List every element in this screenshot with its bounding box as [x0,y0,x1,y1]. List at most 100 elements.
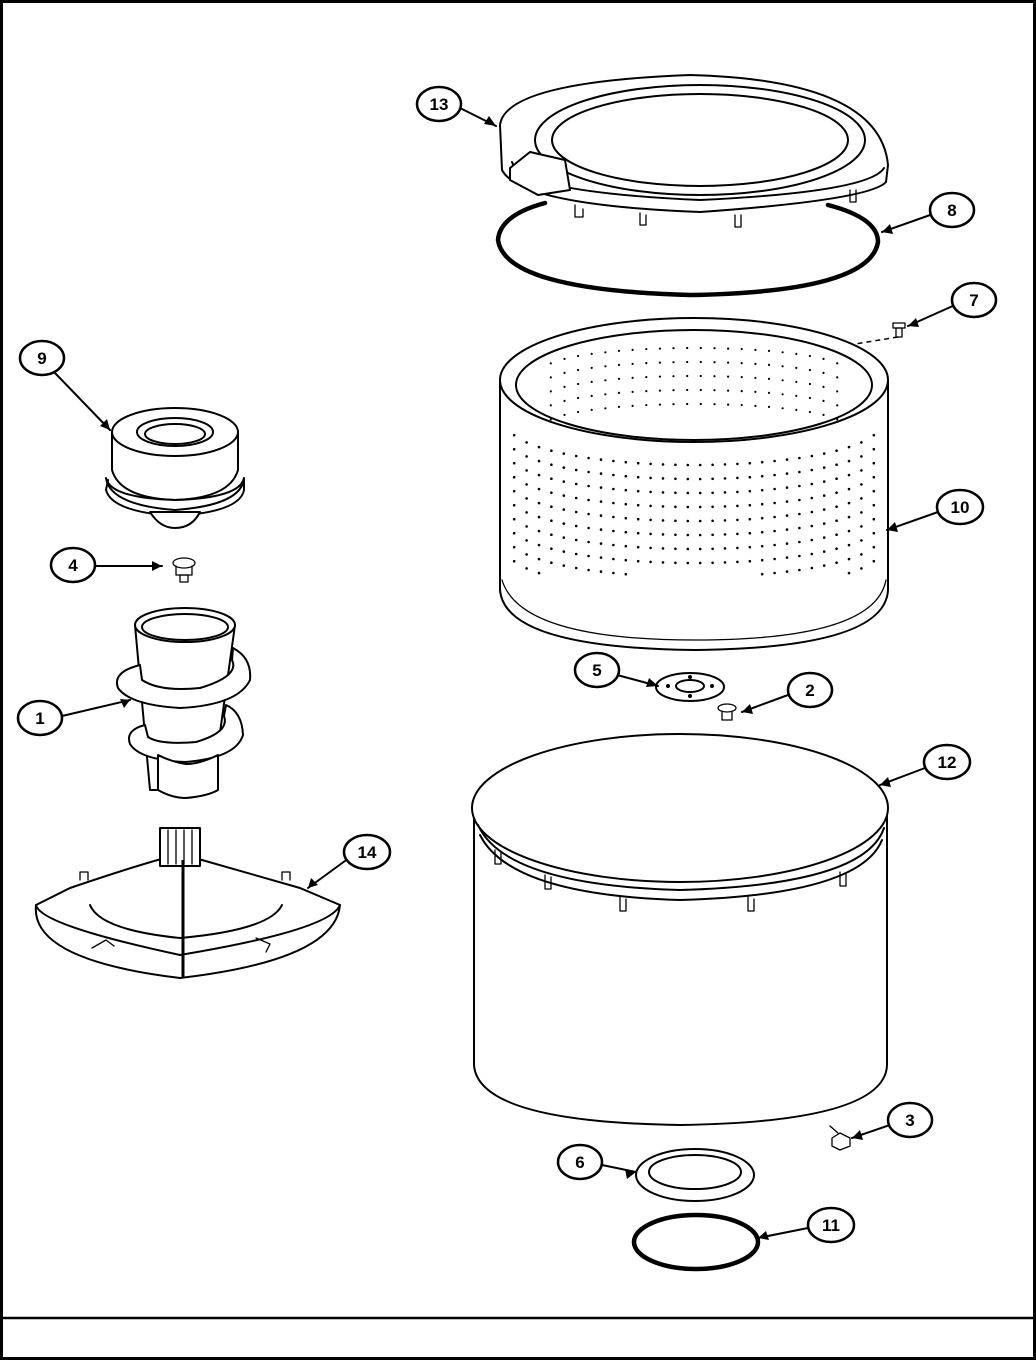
basket-perforation-dot [563,414,565,416]
basket-perforation-dot [687,548,690,551]
basket-perforation-dot [711,562,714,565]
basket-perforation-dot [587,485,590,488]
basket-perforation-dot [550,449,553,452]
basket-perforation-dot [761,475,764,478]
basket-perforation-dot [575,483,578,486]
basket-perforation-dot [773,516,776,519]
callout-11: 11 [808,1208,854,1242]
basket-perforation-dot [713,347,715,349]
basket-perforation-dot [798,513,801,516]
spin-basket-part [500,318,888,650]
basket-perforation-dot [632,377,634,379]
basket-perforation-dot [700,361,702,363]
basket-perforation-dot [848,572,851,575]
basket-perforation-dot [860,539,863,542]
basket-perforation-dot [741,390,743,392]
basket-perforation-dot [618,392,620,394]
basket-perforation-dot [873,518,876,521]
basket-perforation-dot [587,471,590,474]
basket-perforation-dot [798,527,801,530]
basket-perforation-dot [699,548,702,551]
basket-perforation-dot [811,539,814,542]
callout-13: 13 [417,87,461,121]
basket-perforation-dot [823,452,826,455]
basket-perforation-dot [736,505,739,508]
basket-perforation-dot [525,469,528,472]
tub-ring-seal-part [498,203,878,295]
basket-perforation-dot [637,546,640,549]
basket-perforation-dot [736,477,739,480]
basket-perforation-dot [591,367,593,369]
basket-perforation-dot [637,462,640,465]
basket-perforation-dot [513,476,516,479]
basket-perforation-dot [823,508,826,511]
basket-perforation-dot [768,392,770,394]
basket-perforation-dot [587,555,590,558]
basket-perforation-dot [786,500,789,503]
basket-perforation-dot [632,391,634,393]
basket-perforation-dot [724,463,727,466]
basket-perforation-dot [795,381,797,383]
basket-perforation-dot [674,548,677,551]
basket-perforation-dot [632,349,634,351]
basket-perforation-dot [649,561,652,564]
basket-perforation-dot [761,573,764,576]
basket-perforation-dot [768,364,770,366]
basket-perforation-dot [674,562,677,565]
basket-perforation-dot [687,506,690,509]
basket-perforation-dot [761,559,764,562]
callout-6: 6 [558,1145,602,1179]
basket-perforation-dot [550,561,553,564]
basket-perforation-dot [538,460,541,463]
basket-perforation-dot [713,375,715,377]
basket-perforation-dot [798,457,801,460]
basket-perforation-dot [873,462,876,465]
basket-perforation-dot [563,372,565,374]
basket-perforation-dot [587,513,590,516]
basket-perforation-dot [798,569,801,572]
basket-perforation-dot [672,403,674,405]
basket-perforation-dot [809,397,811,399]
basket-perforation-dot [786,556,789,559]
basket-perforation-dot [513,462,516,465]
basket-perforation-dot [577,397,579,399]
basket-perforation-dot [513,490,516,493]
basket-perforation-dot [860,497,863,500]
basket-perforation-dot [659,404,661,406]
basket-perforation-dot [795,395,797,397]
basket-perforation-dot [822,358,824,360]
basket-perforation-dot [662,491,665,494]
basket-perforation-dot [786,570,789,573]
basket-perforation-dot [525,455,528,458]
basket-perforation-dot [575,525,578,528]
basket-perforation-dot [724,547,727,550]
basket-perforation-dot [754,349,756,351]
basket-perforation-dot [687,492,690,495]
callout-14: 14 [344,835,390,869]
basket-perforation-dot [823,480,826,483]
basket-perforation-dot [637,560,640,563]
basket-perforation-dot [550,505,553,508]
basket-perforation-dot [773,502,776,505]
basket-perforation-dot [848,558,851,561]
basket-perforation-dot [761,545,764,548]
basket-perforation-dot [587,457,590,460]
basket-perforation-dot [563,452,566,455]
basket-perforation-dot [773,572,776,575]
basket-perforation-dot [782,407,784,409]
basket-perforation-dot [749,462,752,465]
basket-perforation-dot [659,348,661,350]
basket-perforation-dot [823,550,826,553]
basket-perforation-dot [600,472,603,475]
basket-perforation-dot [811,497,814,500]
basket-perforation-dot [798,555,801,558]
basket-perforation-dot [736,533,739,536]
basket-perforation-dot [711,492,714,495]
basket-perforation-dot [786,514,789,517]
basket-perforation-dot [600,542,603,545]
basket-perforation-dot [591,353,593,355]
basket-perforation-dot [761,531,764,534]
basket-perforation-dot [687,562,690,565]
basket-perforation-dot [809,369,811,371]
